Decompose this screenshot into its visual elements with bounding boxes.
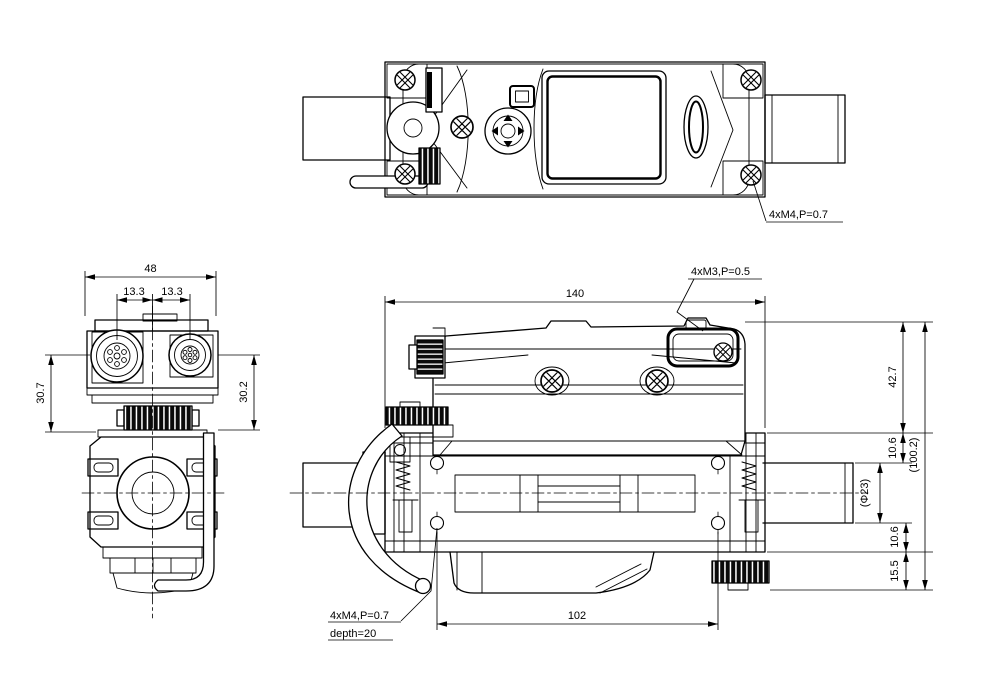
dimension-connector-spacing: 13.3 13.3 — [116, 286, 191, 340]
dim-13-3-right-label: 13.3 — [161, 286, 182, 298]
bottom-protrusion — [449, 551, 655, 594]
corner-screw — [740, 164, 762, 186]
cable-side — [153, 432, 215, 592]
note-m4-top-label: 4xM4,P=0.7 — [769, 209, 828, 221]
dimension-height-30-2: 30.2 — [218, 354, 260, 431]
housing-screw — [540, 369, 564, 393]
knob-dial — [386, 101, 440, 155]
knurled-connector-top — [418, 147, 441, 185]
dimension-note-m4-bottom: 4xM4,P=0.7 depth=20 — [328, 527, 438, 641]
dpad-up-arrow-icon — [503, 114, 513, 121]
cable-stub-top — [349, 175, 429, 189]
dim-48-label: 48 — [144, 263, 156, 275]
dimension-note-m4-top: 4xM4,P=0.7 — [752, 180, 843, 223]
dim-42-7-label: 42.7 — [887, 366, 899, 387]
pipe-left-top — [302, 96, 391, 161]
dimension-mount-span-102: 102 — [436, 532, 719, 630]
dpad-down-arrow-icon — [503, 141, 513, 148]
body-outline-top — [384, 61, 766, 198]
corner-screw — [394, 163, 416, 185]
dimension-width-48: 48 — [84, 263, 217, 316]
dim-13-3-left-label: 13.3 — [123, 286, 144, 298]
housing-screw — [645, 369, 669, 393]
dim-140-label: 140 — [566, 288, 584, 300]
note-m4-bottom-label: 4xM4,P=0.7 — [330, 610, 389, 622]
display-screen — [541, 70, 667, 185]
dim-15-5-label: 15.5 — [889, 560, 901, 581]
access-panel — [666, 327, 740, 368]
spring-left — [395, 461, 411, 491]
dim-10-6-top-label: 10.6 — [887, 437, 899, 458]
bottom-knob — [711, 560, 770, 584]
m12-connector-left — [90, 329, 144, 383]
cable-loop — [348, 423, 425, 594]
dpad-control — [484, 107, 532, 155]
dimension-note-m3: 4xM3,P=0.5 — [676, 266, 762, 332]
m12-connector-right — [168, 333, 212, 377]
knurled-wheel — [385, 406, 449, 426]
view-front: 140 42.7 10.6 (Φ23) 10.6 15.5 (100.2) — [289, 266, 933, 641]
dimension-right-stack: 42.7 10.6 (Φ23) 10.6 15.5 (100.2) — [745, 321, 933, 591]
face-screw — [450, 115, 474, 139]
mounting-hole — [710, 511, 726, 535]
dim-10-6-bottom-label: 10.6 — [889, 526, 901, 547]
corner-screw — [740, 69, 762, 91]
oval-slot — [683, 95, 709, 159]
panel-screw — [713, 342, 733, 362]
dim-30-7-label: 30.7 — [35, 382, 47, 403]
view-top: 4xM4,P=0.7 — [302, 61, 846, 223]
note-m3-label: 4xM3,P=0.5 — [691, 266, 750, 278]
spring-right — [741, 461, 757, 491]
dimension-height-30-7: 30.7 — [35, 354, 96, 433]
dpad-left-arrow-icon — [491, 126, 498, 136]
connector-block — [416, 339, 444, 375]
top-housing — [432, 317, 746, 456]
knurled-gear — [123, 405, 193, 431]
dim-102-label: 102 — [568, 610, 586, 622]
square-button — [509, 85, 535, 108]
lower-body-side — [89, 436, 216, 548]
dimension-width-140: 140 — [384, 288, 766, 428]
note-depth-label: depth=20 — [330, 628, 376, 640]
dim-100-2-label: (100.2) — [908, 438, 920, 473]
view-side: 48 13.3 13.3 30.7 30.2 — [35, 263, 260, 619]
dpad-right-arrow-icon — [518, 126, 525, 136]
dim-bore-label: (Φ23) — [859, 479, 871, 507]
corner-screw — [394, 69, 416, 91]
dim-30-2-label: 30.2 — [238, 381, 250, 402]
pipe-right-top — [764, 94, 846, 164]
